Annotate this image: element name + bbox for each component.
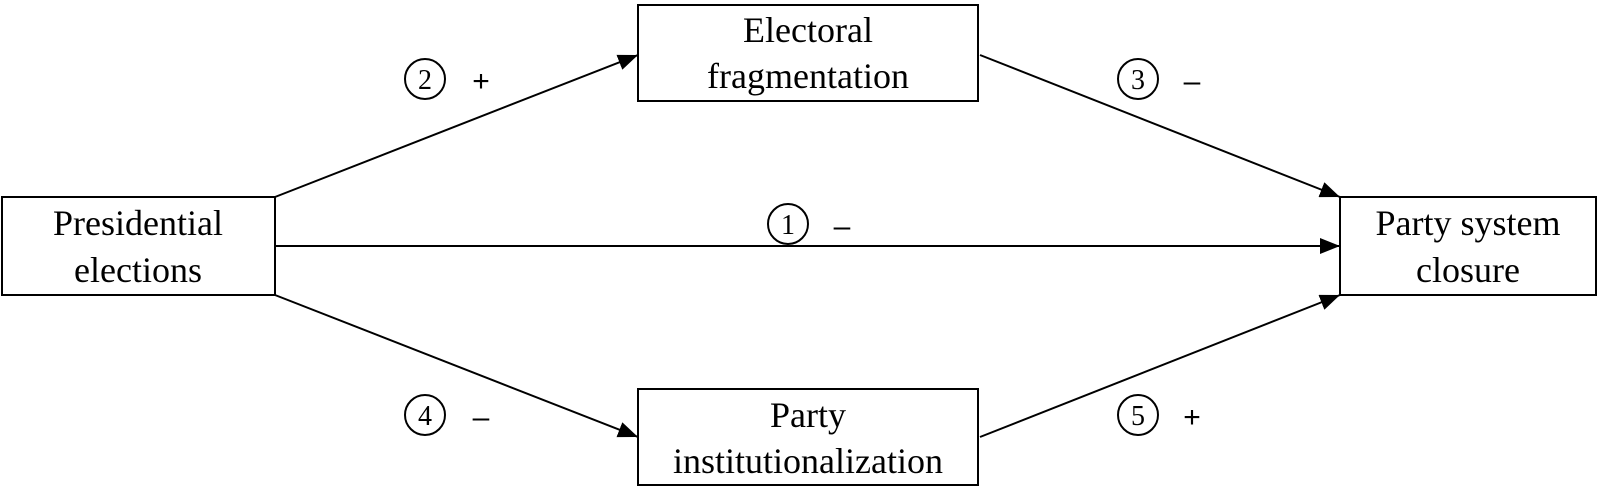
node-party-institutionalization-line2: institutionalization bbox=[673, 441, 943, 481]
node-electoral-fragmentation-line2: fragmentation bbox=[707, 56, 909, 96]
node-party-system-closure-line2: closure bbox=[1416, 250, 1520, 290]
path-sign-3: – bbox=[1184, 65, 1201, 98]
path-label-4: 4 – bbox=[404, 394, 490, 436]
node-party-institutionalization: Party institutionalization bbox=[637, 388, 979, 486]
node-party-institutionalization-line1: Party bbox=[770, 395, 846, 435]
path-label-5: 5 + bbox=[1117, 394, 1201, 436]
path-number-circle bbox=[404, 394, 446, 436]
path-number-4: 4 bbox=[418, 401, 432, 432]
path-sign-2: + bbox=[472, 65, 490, 98]
arrow-institutionalization-to-closure bbox=[979, 294, 1341, 438]
node-party-system-closure-line1: Party system bbox=[1376, 203, 1561, 243]
path-number-circle bbox=[404, 58, 446, 100]
path-label-2: 2 + bbox=[404, 58, 490, 100]
path-label-1: 1 – bbox=[767, 203, 851, 245]
path-number-1: 1 bbox=[781, 210, 795, 241]
path-number-3: 3 bbox=[1131, 65, 1145, 96]
path-sign-1: – bbox=[834, 210, 851, 243]
node-party-system-closure: Party system closure bbox=[1339, 196, 1597, 296]
path-number-circle bbox=[1117, 58, 1159, 100]
path-number-2: 2 bbox=[418, 65, 432, 96]
path-sign-5: + bbox=[1183, 401, 1201, 434]
path-number-5: 5 bbox=[1131, 401, 1145, 432]
node-presidential-elections-line1: Presidential bbox=[53, 203, 223, 243]
path-number-circle bbox=[767, 203, 809, 245]
path-sign-4: – bbox=[473, 401, 490, 434]
node-presidential-elections: Presidential elections bbox=[1, 196, 276, 296]
arrow-presidential-to-fragmentation bbox=[274, 54, 639, 198]
node-presidential-elections-line2: elections bbox=[74, 250, 202, 290]
arrow-presidential-to-institutionalization bbox=[274, 294, 639, 438]
path-number-circle bbox=[1117, 394, 1159, 436]
node-electoral-fragmentation-line1: Electoral bbox=[743, 10, 873, 50]
node-electoral-fragmentation: Electoral fragmentation bbox=[637, 4, 979, 102]
arrow-fragmentation-to-closure bbox=[979, 54, 1341, 198]
path-label-3: 3 – bbox=[1117, 58, 1201, 100]
